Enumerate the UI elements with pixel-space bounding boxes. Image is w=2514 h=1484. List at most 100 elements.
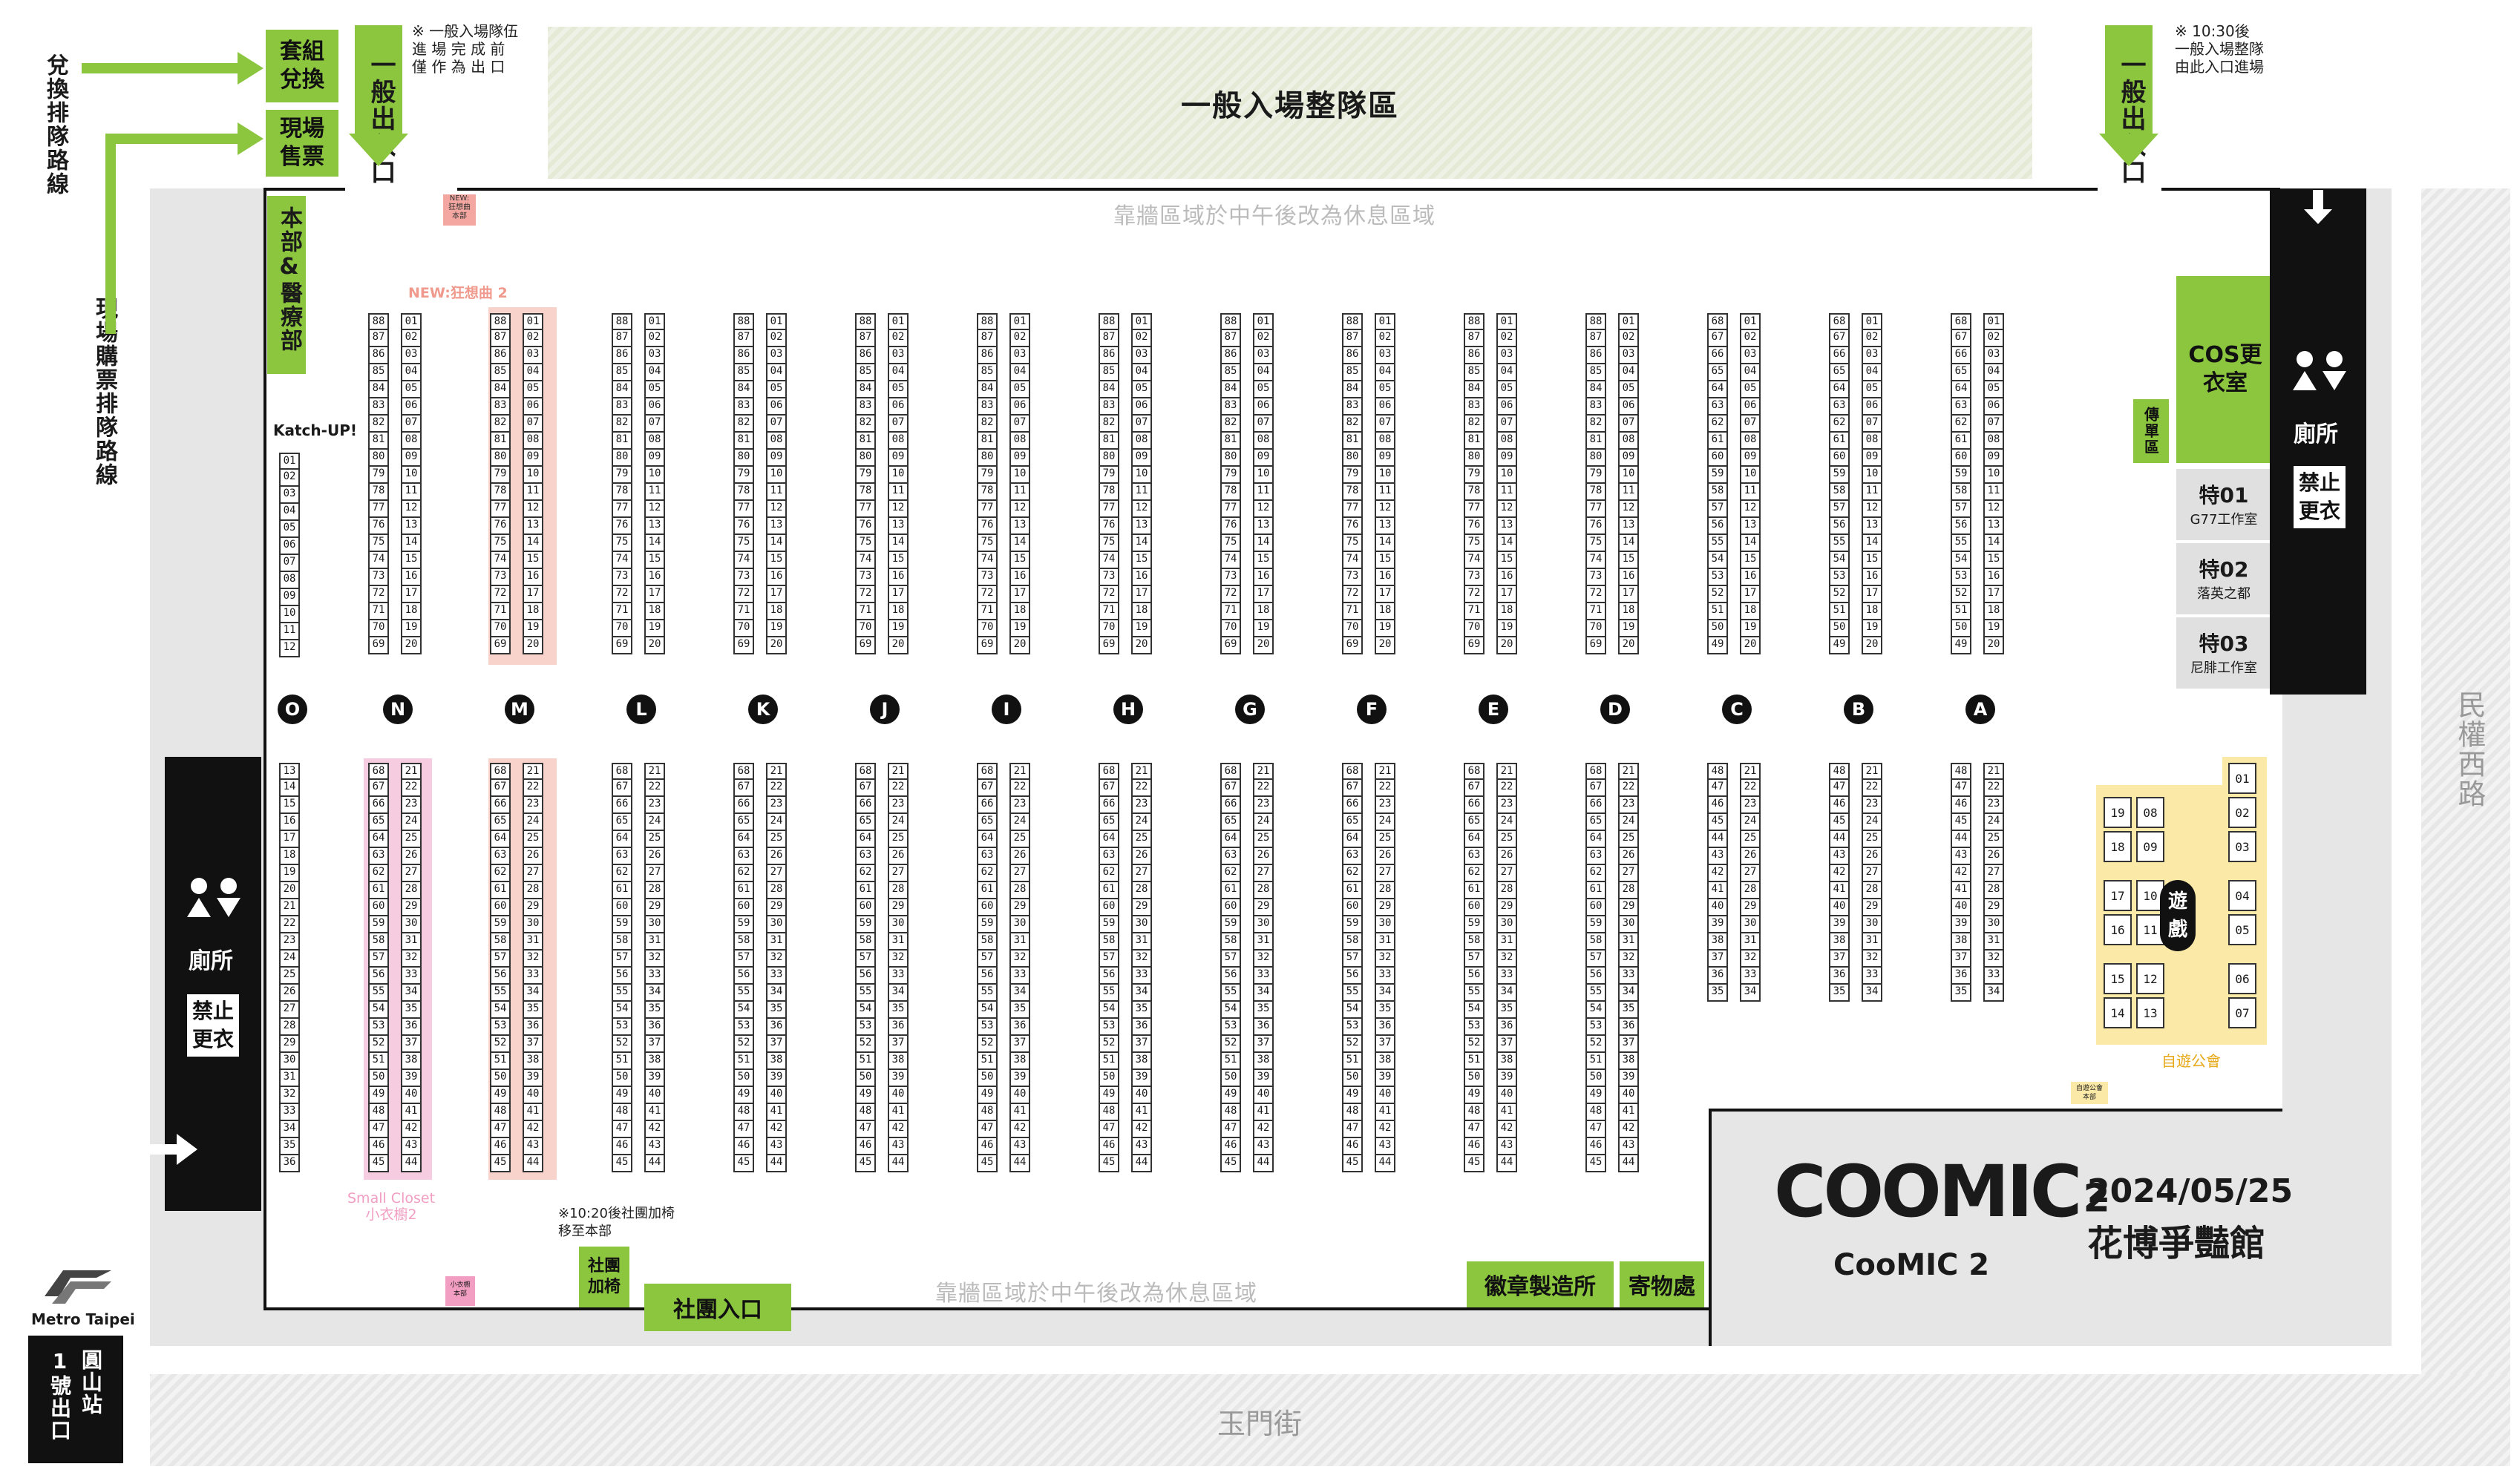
booth-60[interactable]: 60 — [612, 899, 632, 916]
booth-57[interactable]: 57 — [1951, 501, 1971, 518]
booth-61[interactable]: 61 — [490, 882, 511, 899]
booth-35[interactable]: 35 — [766, 1002, 787, 1019]
booth-11[interactable]: 11 — [1740, 484, 1761, 501]
booth-29[interactable]: 29 — [1862, 899, 1882, 916]
booth-39[interactable]: 39 — [644, 1070, 665, 1087]
booth-77[interactable]: 77 — [1464, 501, 1484, 518]
booth-71[interactable]: 71 — [1220, 603, 1241, 620]
booth-24[interactable]: 24 — [279, 951, 300, 968]
booth-41[interactable]: 41 — [1131, 1104, 1152, 1121]
booth-22[interactable]: 22 — [1740, 780, 1761, 797]
booth-15[interactable]: 15 — [1009, 552, 1030, 569]
booth-28[interactable]: 28 — [1983, 882, 2004, 899]
booth-72[interactable]: 72 — [1220, 586, 1241, 603]
booth-46[interactable]: 46 — [1951, 797, 1971, 814]
booth-28[interactable]: 28 — [766, 882, 787, 899]
booth-20[interactable]: 20 — [1009, 637, 1030, 654]
booth-19[interactable]: 19 — [1009, 620, 1030, 637]
game-booth-14[interactable]: 14 — [2104, 997, 2132, 1028]
booth-60[interactable]: 60 — [1464, 899, 1484, 916]
booth-21[interactable]: 21 — [766, 763, 787, 780]
booth-01[interactable]: 01 — [279, 453, 300, 470]
booth-26[interactable]: 26 — [523, 848, 543, 865]
booth-50[interactable]: 50 — [1342, 1070, 1363, 1087]
booth-54[interactable]: 54 — [977, 1002, 998, 1019]
booth-40[interactable]: 40 — [888, 1087, 909, 1104]
booth-07[interactable]: 07 — [523, 416, 543, 433]
booth-66[interactable]: 66 — [1707, 347, 1728, 364]
booth-58[interactable]: 58 — [1220, 933, 1241, 951]
booth-04[interactable]: 04 — [1496, 364, 1517, 381]
booth-33[interactable]: 33 — [888, 968, 909, 985]
booth-17[interactable]: 17 — [1740, 586, 1761, 603]
booth-76[interactable]: 76 — [1464, 518, 1484, 535]
booth-62[interactable]: 62 — [1829, 416, 1850, 433]
booth-16[interactable]: 16 — [1862, 569, 1882, 586]
booth-11[interactable]: 11 — [1253, 484, 1274, 501]
booth-30[interactable]: 30 — [279, 1053, 300, 1070]
booth-10[interactable]: 10 — [1131, 467, 1152, 484]
booth-06[interactable]: 06 — [888, 398, 909, 416]
booth-13[interactable]: 13 — [644, 518, 665, 535]
booth-36[interactable]: 36 — [1375, 1019, 1395, 1036]
booth-02[interactable]: 02 — [401, 330, 422, 347]
booth-45[interactable]: 45 — [1829, 814, 1850, 831]
booth-35[interactable]: 35 — [1375, 1002, 1395, 1019]
booth-10[interactable]: 10 — [1496, 467, 1517, 484]
booth-73[interactable]: 73 — [490, 569, 511, 586]
booth-36[interactable]: 36 — [1951, 968, 1971, 985]
booth-74[interactable]: 74 — [1099, 552, 1119, 569]
booth-59[interactable]: 59 — [1951, 467, 1971, 484]
booth-65[interactable]: 65 — [1220, 814, 1241, 831]
booth-13[interactable]: 13 — [1009, 518, 1030, 535]
booth-74[interactable]: 74 — [490, 552, 511, 569]
booth-24[interactable]: 24 — [523, 814, 543, 831]
booth-09[interactable]: 09 — [644, 450, 665, 467]
booth-11[interactable]: 11 — [644, 484, 665, 501]
booth-62[interactable]: 62 — [368, 865, 389, 882]
booth-20[interactable]: 20 — [644, 637, 665, 654]
booth-46[interactable]: 46 — [1464, 1138, 1484, 1155]
booth-09[interactable]: 09 — [1618, 450, 1639, 467]
booth-50[interactable]: 50 — [1951, 620, 1971, 637]
booth-47[interactable]: 47 — [1707, 780, 1728, 797]
booth-54[interactable]: 54 — [612, 1002, 632, 1019]
booth-47[interactable]: 47 — [977, 1121, 998, 1138]
booth-45[interactable]: 45 — [490, 1155, 511, 1172]
booth-08[interactable]: 08 — [1009, 433, 1030, 450]
booth-56[interactable]: 56 — [368, 968, 389, 985]
booth-55[interactable]: 55 — [855, 985, 876, 1002]
booth-61[interactable]: 61 — [855, 882, 876, 899]
booth-09[interactable]: 09 — [888, 450, 909, 467]
booth-79[interactable]: 79 — [1342, 467, 1363, 484]
booth-16[interactable]: 16 — [888, 569, 909, 586]
booth-18[interactable]: 18 — [279, 848, 300, 865]
booth-19[interactable]: 19 — [1862, 620, 1882, 637]
booth-04[interactable]: 04 — [1983, 364, 2004, 381]
booth-60[interactable]: 60 — [1342, 899, 1363, 916]
booth-66[interactable]: 66 — [1951, 347, 1971, 364]
booth-28[interactable]: 28 — [1131, 882, 1152, 899]
booth-53[interactable]: 53 — [1585, 1019, 1606, 1036]
booth-33[interactable]: 33 — [1131, 968, 1152, 985]
booth-04[interactable]: 04 — [1740, 364, 1761, 381]
booth-35[interactable]: 35 — [1131, 1002, 1152, 1019]
booth-38[interactable]: 38 — [644, 1053, 665, 1070]
booth-06[interactable]: 06 — [1740, 398, 1761, 416]
booth-63[interactable]: 63 — [1707, 398, 1728, 416]
booth-02[interactable]: 02 — [1983, 330, 2004, 347]
booth-41[interactable]: 41 — [1829, 882, 1850, 899]
booth-50[interactable]: 50 — [368, 1070, 389, 1087]
booth-32[interactable]: 32 — [1740, 951, 1761, 968]
booth-85[interactable]: 85 — [1220, 364, 1241, 381]
booth-81[interactable]: 81 — [1464, 433, 1484, 450]
booth-58[interactable]: 58 — [855, 933, 876, 951]
booth-17[interactable]: 17 — [401, 586, 422, 603]
booth-59[interactable]: 59 — [490, 916, 511, 933]
booth-18[interactable]: 18 — [644, 603, 665, 620]
booth-61[interactable]: 61 — [368, 882, 389, 899]
booth-50[interactable]: 50 — [1464, 1070, 1484, 1087]
booth-51[interactable]: 51 — [1707, 603, 1728, 620]
booth-28[interactable]: 28 — [1740, 882, 1761, 899]
booth-83[interactable]: 83 — [1342, 398, 1363, 416]
